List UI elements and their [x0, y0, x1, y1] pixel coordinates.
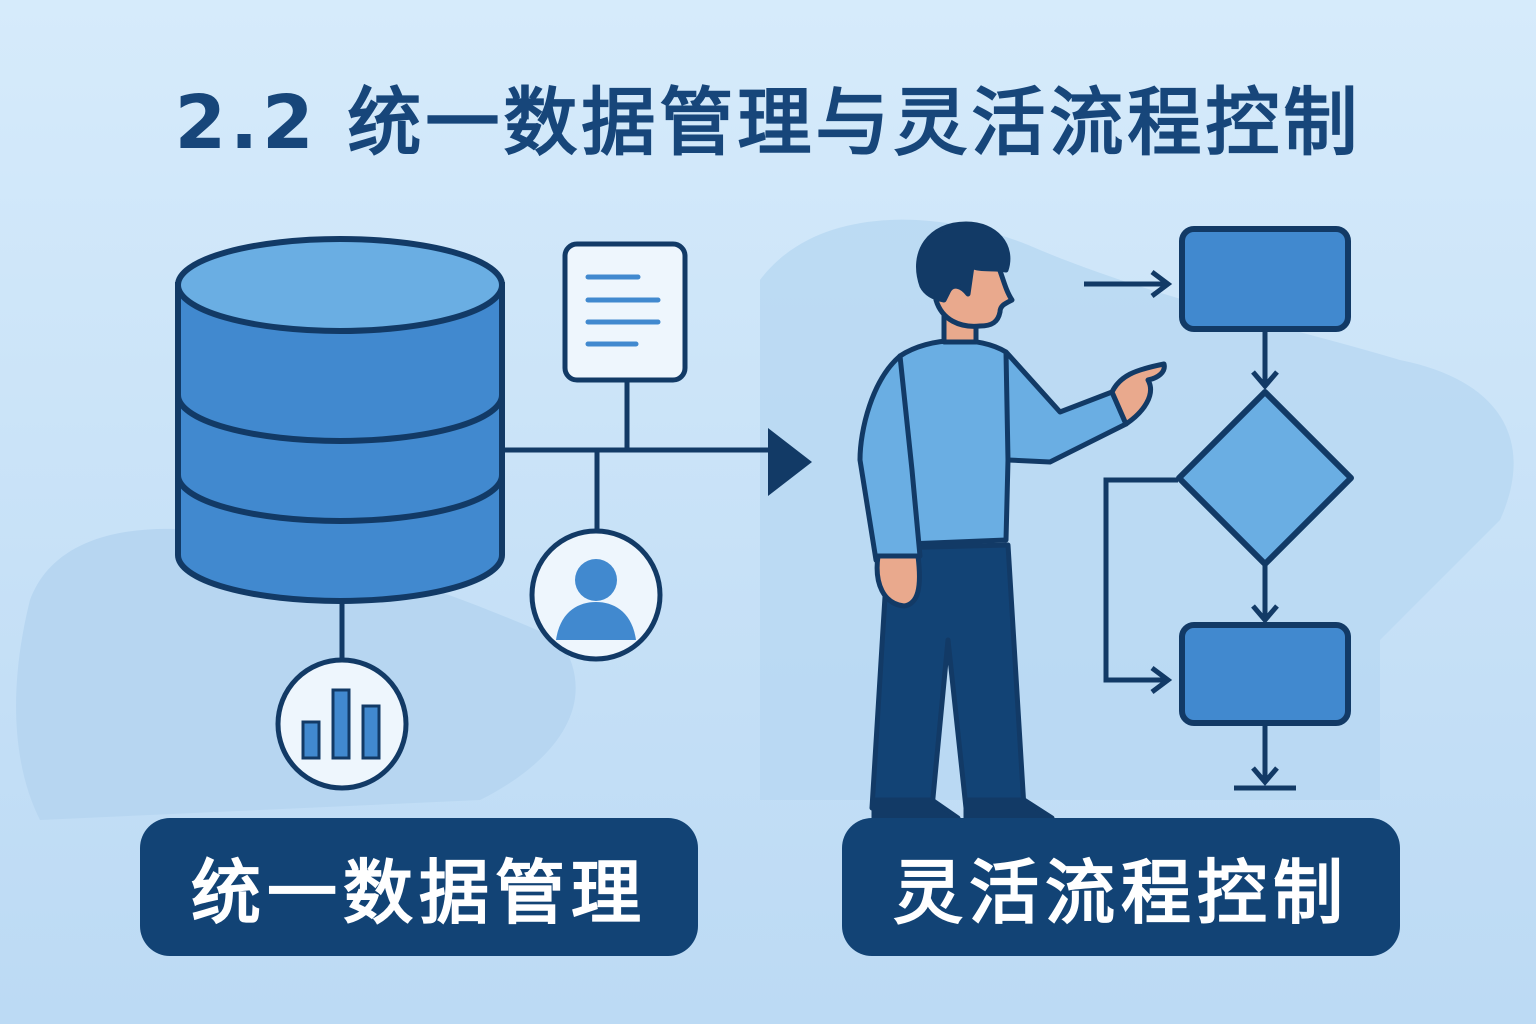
label-unified-data-management: 统一数据管理	[140, 818, 698, 956]
bar-chart-icon	[275, 657, 409, 791]
page-title: 2.2 统一数据管理与灵活流程控制	[174, 80, 1362, 166]
person-right-hand	[1109, 361, 1167, 427]
document-icon	[562, 241, 688, 383]
flowchart-decision	[1176, 389, 1354, 567]
person-illustration	[857, 221, 1167, 823]
person-shoe-left	[871, 797, 961, 823]
person-hair	[916, 221, 1011, 303]
database-icon	[175, 236, 505, 604]
background-blob-left	[16, 528, 576, 820]
person-left-hand	[874, 553, 922, 609]
person-shoe-right	[963, 797, 1055, 823]
connectors	[339, 380, 780, 660]
user-icon	[529, 528, 663, 662]
flowchart	[1084, 270, 1296, 791]
label-flexible-process-control: 灵活流程控制	[842, 818, 1400, 956]
arrow-head-icon	[768, 428, 812, 496]
flowchart-process-bottom	[1179, 622, 1351, 726]
label-right-text: 灵活流程控制	[893, 851, 1349, 934]
label-left-text: 统一数据管理	[191, 851, 647, 934]
flowchart-process-top	[1179, 226, 1351, 332]
